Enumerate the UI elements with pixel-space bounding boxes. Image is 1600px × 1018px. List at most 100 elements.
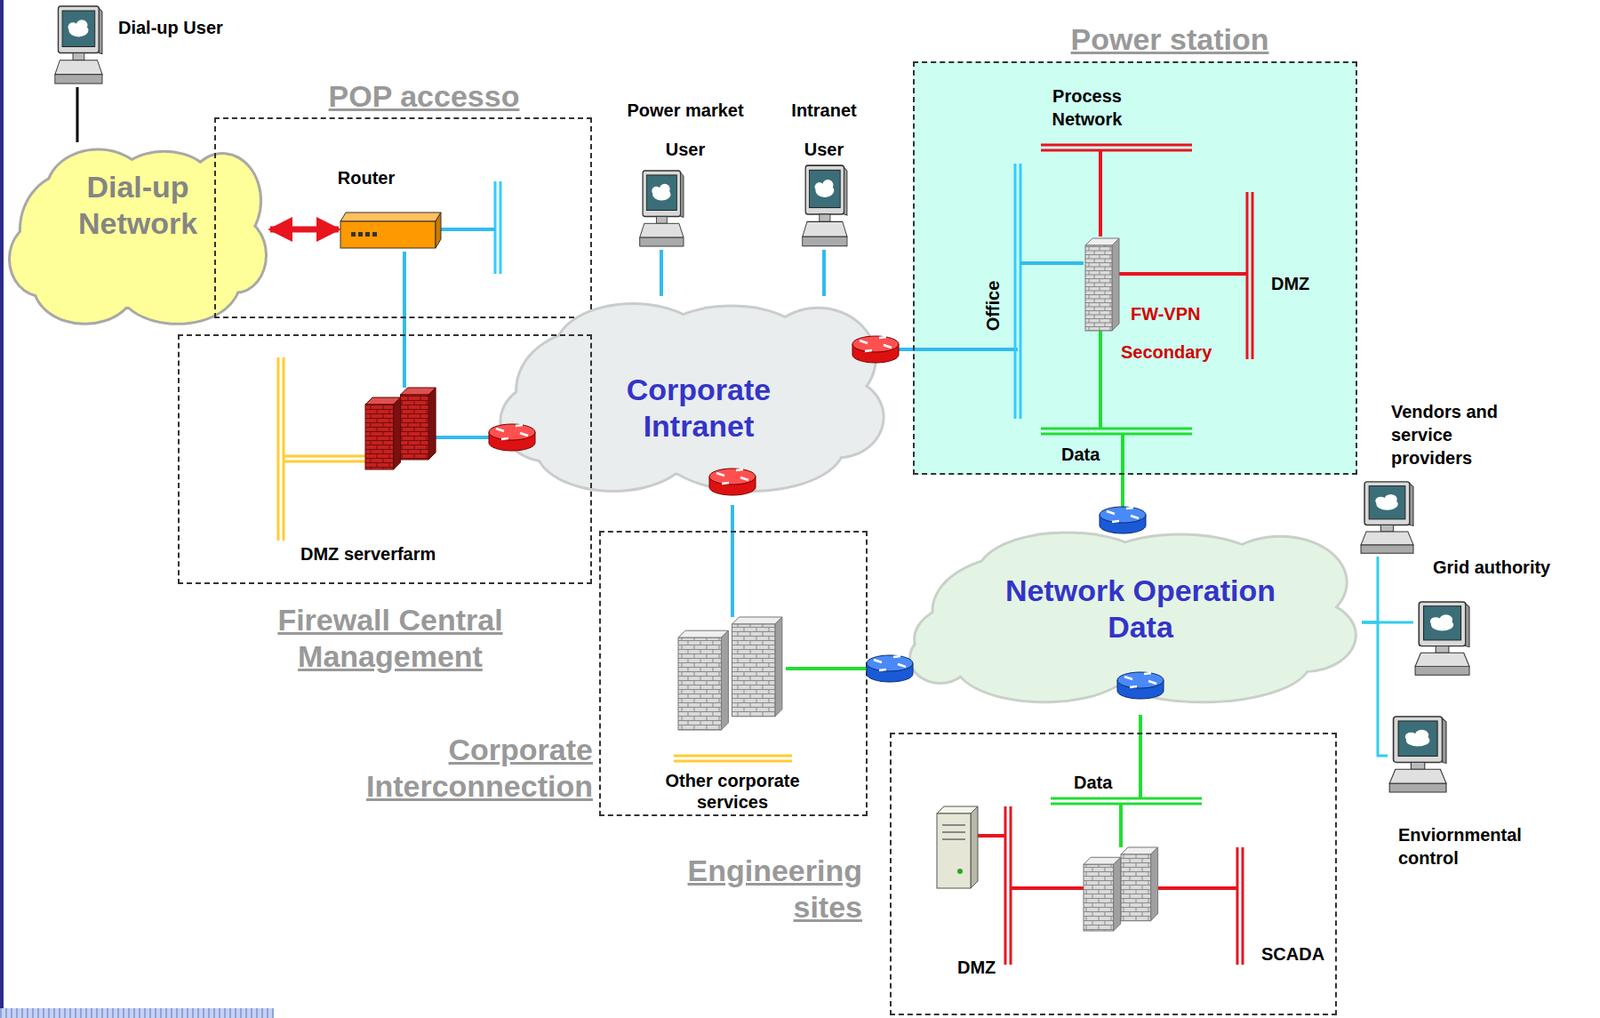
network-cloud-part: [911, 633, 969, 682]
network-wire: [1098, 150, 1103, 237]
computer-icon-part: [802, 236, 848, 247]
firewall-icon-part: [1151, 847, 1159, 921]
server-icon-part: [970, 806, 978, 888]
cloud-label: Dial-up Network: [48, 168, 227, 242]
bus-label: DMZ: [957, 955, 996, 979]
network-link: [888, 347, 913, 352]
router-icon: [866, 655, 913, 682]
network-wire: [1119, 803, 1123, 848]
network-bus: [1040, 428, 1192, 434]
cloud-label: Network Operation Data: [1002, 572, 1279, 646]
firewall-icon-part: [732, 616, 783, 624]
firewall-icon-part: [365, 404, 394, 470]
network-wire: [1236, 847, 1240, 965]
router-icon-part: [873, 656, 906, 671]
computer-icon-part: [844, 167, 848, 216]
network-wire: [1050, 802, 1202, 806]
network-wire: [1014, 163, 1017, 419]
computer-icon: [1413, 600, 1470, 679]
computer-icon-part: [680, 172, 684, 217]
network-cloud: Corporate Intranet: [495, 296, 889, 505]
router-icon: [852, 336, 899, 363]
network-cloud: Dial-up Network: [5, 142, 271, 337]
router-icon-part: [716, 469, 749, 484]
network-wire: [1019, 163, 1023, 419]
network-cloud-part: [10, 223, 74, 296]
network-cloud-part: [501, 382, 599, 461]
firewall-icon-part: [428, 387, 436, 460]
firewall-icon-part: [720, 630, 728, 730]
network-link: [867, 666, 909, 671]
router-icon-part: [866, 663, 913, 682]
computer-icon: [53, 4, 103, 88]
network-wire: [912, 347, 1018, 352]
network-wire: [1040, 149, 1192, 152]
firewall-icon: [678, 616, 783, 730]
computer-icon-part: [1368, 486, 1406, 520]
node-label: Vendors and service providers: [1391, 400, 1503, 470]
router-icon: [1099, 506, 1146, 534]
computer-icon-part: [1415, 666, 1470, 676]
network-wire: [1040, 144, 1192, 147]
network-wire: [1010, 886, 1084, 890]
network-wire: [1138, 732, 1143, 799]
node-label: Secondary: [1120, 340, 1212, 364]
computer-icon: [800, 163, 848, 250]
firewall-icon-part: [775, 616, 783, 717]
computer-icon-part: [642, 170, 681, 216]
computer-icon-part: [58, 6, 100, 54]
computer-icon-part: [659, 184, 671, 195]
network-wire: [1251, 192, 1255, 360]
firewall-icon-part: [1085, 245, 1112, 331]
network-bus: [283, 456, 366, 462]
computer-icon-part: [62, 10, 96, 47]
network-wire: [1241, 847, 1245, 965]
router-icon-part: [496, 424, 528, 440]
computer-icon-part: [805, 165, 844, 215]
router-icon-part: [488, 424, 536, 440]
firewall-icon: [365, 387, 436, 470]
network-wire: [282, 357, 286, 541]
network-wire: [1117, 272, 1248, 276]
computer-icon-part: [1389, 783, 1447, 792]
zone-title: Firewall Central Management: [256, 601, 524, 675]
router-icon: [488, 424, 536, 451]
computer-icon-part: [1410, 761, 1424, 769]
computer-node: Enviornmental control: [1387, 714, 1447, 796]
zone-box: POP accessoRouter: [214, 117, 592, 319]
network-wire: [440, 227, 496, 232]
node-label: Dial-up User: [118, 16, 224, 40]
computer-icon-part: [68, 22, 79, 32]
network-bus: [1015, 163, 1021, 419]
node-label: Grid authority: [1432, 555, 1551, 579]
firewall-icon-part: [1112, 238, 1120, 331]
computer-icon-part: [1360, 544, 1414, 553]
router-icon-part: [852, 344, 899, 363]
computer-icon-part: [55, 74, 103, 84]
router-box-part: [351, 232, 356, 237]
firewall-icon-part: [678, 637, 721, 730]
node-label: Enviornmental control: [1398, 823, 1559, 870]
network-wire: [283, 455, 366, 458]
bus-label: Data: [1073, 770, 1112, 794]
network-cloud-part: [1251, 600, 1355, 671]
router-icon: [1117, 672, 1164, 699]
firewall-icon-part: [393, 397, 401, 470]
computer-icon-part: [1418, 601, 1466, 647]
network-wire: [673, 754, 792, 758]
router-box-part: [435, 212, 441, 248]
network-link: [1138, 714, 1143, 733]
router-box-part: [340, 221, 436, 248]
page-border: [0, 0, 4, 1018]
zone-title: Power station: [1036, 21, 1304, 58]
network-wire: [730, 530, 735, 617]
network-link: [1120, 474, 1125, 526]
computer-icon-part: [815, 182, 824, 192]
computer-node: Grid authority: [1413, 600, 1470, 679]
computer-icon-part: [1415, 729, 1429, 741]
node-label: Power market User: [618, 90, 752, 169]
bus-label: DMZ: [1271, 272, 1310, 296]
network-link: [76, 87, 80, 143]
computer-icon-part: [1380, 524, 1393, 531]
